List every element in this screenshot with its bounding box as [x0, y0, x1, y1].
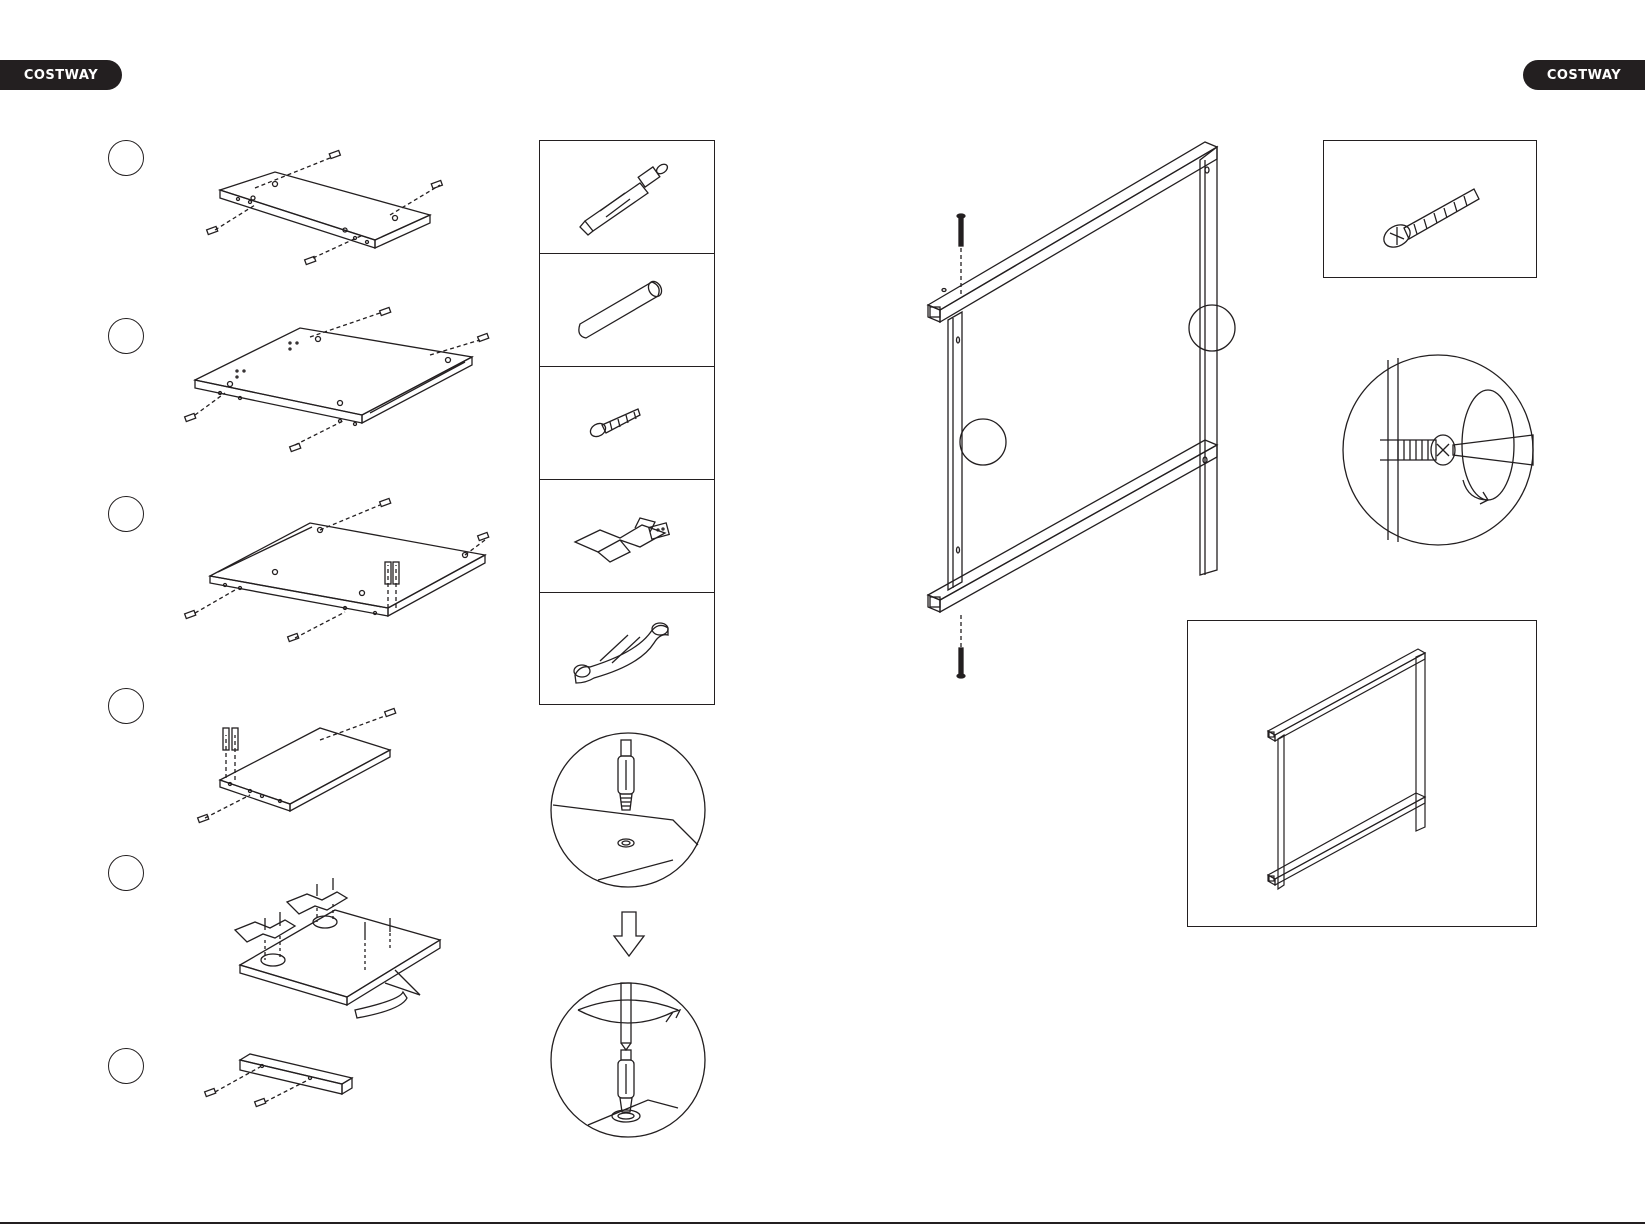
- frame-assembly-diagram: [920, 130, 1260, 690]
- step-1-board-diagram: [195, 140, 455, 270]
- handle-icon: [540, 593, 716, 706]
- step-4-shelf-diagram: [200, 700, 420, 830]
- hardware-hinge: [540, 480, 714, 593]
- frame-bolt-box: [1323, 140, 1537, 278]
- frame-bolt-icon: [1324, 141, 1538, 279]
- cam-bolt-detail-circle: [548, 730, 708, 890]
- down-arrow-icon: [612, 910, 646, 960]
- wooden-dowel-icon: [540, 254, 716, 367]
- tighten-bolt-detail-circle: [548, 980, 708, 1140]
- hardware-wood-screw: [540, 367, 714, 480]
- assembled-frame-icon: [1188, 621, 1538, 928]
- screwdriver-detail-circle: [1338, 350, 1538, 550]
- step-6-rail-diagram: [205, 1040, 365, 1110]
- step-4-marker: [108, 688, 144, 724]
- step-6-marker: [108, 1048, 144, 1084]
- step-5-marker: [108, 855, 144, 891]
- step-2-marker: [108, 318, 144, 354]
- hardware-parts-box: [539, 140, 715, 705]
- step-3-marker: [108, 496, 144, 532]
- cam-bolt-icon: [540, 141, 716, 254]
- step-5-door-diagram: [225, 860, 465, 1030]
- step-3-panel-diagram: [180, 490, 500, 640]
- step-1-marker: [108, 140, 144, 176]
- hardware-dowel: [540, 254, 714, 367]
- brand-logo-right: COSTWAY: [1523, 60, 1645, 90]
- page-footer-rule: [0, 1222, 1645, 1224]
- wood-screw-icon: [540, 367, 716, 480]
- hardware-handle: [540, 593, 714, 706]
- hinge-icon: [540, 480, 716, 593]
- brand-logo-left: COSTWAY: [0, 60, 122, 90]
- step-2-panel-diagram: [180, 305, 500, 455]
- assembled-frame-box: [1187, 620, 1537, 927]
- hardware-cam-bolt: [540, 141, 714, 254]
